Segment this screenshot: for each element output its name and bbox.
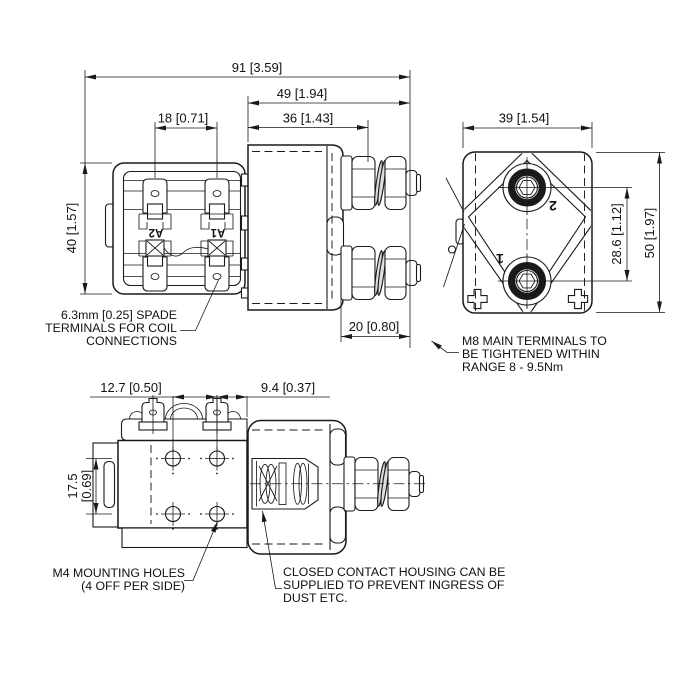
note-closed-line-1: CLOSED CONTACT HOUSING CAN BE <box>283 565 505 579</box>
top-dimensions: 91 [3.59] 49 [1.94] 36 [1.43] 18 [0.71] … <box>64 60 411 348</box>
note-closed-housing: CLOSED CONTACT HOUSING CAN BE SUPPLIED T… <box>261 510 505 605</box>
bracket-tab <box>103 460 116 509</box>
note-m8-line-1: M8 MAIN TERMINALS TO <box>462 334 607 348</box>
side-view <box>240 144 422 311</box>
housing-left-tabs <box>240 173 250 299</box>
dim-main-terminal-pitch: 28.6 [1.12] <box>609 203 624 264</box>
note-m8-line-2: BE TIGHTENED WITHIN <box>462 347 600 361</box>
front-view: A2 A1 <box>104 162 246 295</box>
note-m4-holes: M4 MOUNTING HOLES (4 OFF PER SIDE) <box>52 521 218 593</box>
note-spade-line-3: CONNECTIONS <box>86 334 177 348</box>
housing-boss <box>326 216 345 256</box>
mounting-flange <box>121 527 248 549</box>
dim-stud-protrusion: 20 [0.80] <box>349 319 400 334</box>
note-spade-line-2: TERMINALS FOR COIL <box>45 321 177 335</box>
coil-terminal-pins-edge <box>443 177 465 288</box>
main-terminal-label-1: 1 <box>496 251 504 267</box>
dim-stud-assembly-depth: 49 [1.94] <box>277 86 328 101</box>
dim-mounting-hole-to-face: 9.4 [0.37] <box>261 380 315 395</box>
dim-mounting-hole-pitch-x: 12.7 [0.50] <box>100 380 161 395</box>
dim-end-view-height: 50 [1.97] <box>642 208 657 259</box>
main-terminal-label-2: 2 <box>549 198 557 214</box>
dim-housing-to-washer: 36 [1.43] <box>283 111 334 126</box>
coil-wire-crimps <box>145 239 227 257</box>
coil-body-side <box>117 439 248 529</box>
dim-overall-width: 91 [3.59] <box>232 60 283 75</box>
note-spade-line-1: 6.3mm [0.25] SPADE <box>61 308 177 322</box>
dim-coil-terminal-pitch: 18 [0.71] <box>158 111 209 126</box>
bottom-dimensions: 12.7 [0.50] 9.4 [0.37] 17.5 [0.69] <box>65 380 330 515</box>
bottom-view: 12.7 [0.50] 9.4 [0.37] 17.5 [0.69] M4 MO… <box>52 380 505 605</box>
note-closed-line-2: SUPPLIED TO PREVENT INGRESS OF <box>283 578 505 592</box>
note-m4-line-2: (4 OFF PER SIDE) <box>81 579 185 593</box>
m8-main-terminal-1 <box>500 254 554 308</box>
dim-coil-body-height: 40 [1.57] <box>64 203 79 254</box>
end-view: 2 1 39 [1.54] 28.6 [1.12] 50 [1.97] <box>443 111 665 314</box>
note-closed-line-3: DUST ETC. <box>283 591 348 605</box>
note-spade-terminals: 6.3mm [0.25] SPADE TERMINALS FOR COIL CO… <box>45 279 219 348</box>
dim-end-view-width: 39 [1.54] <box>499 111 550 126</box>
coil-face <box>122 170 242 287</box>
coil-terminal-label-a2: A2 <box>149 226 164 238</box>
note-m8-line-3: RANGE 8 - 9.5Nm <box>462 360 563 374</box>
note-m4-line-1: M4 MOUNTING HOLES <box>52 566 185 580</box>
m8-main-terminal-2 <box>500 160 554 215</box>
dim-mounting-hole-pitch-y-in: [0.69] <box>79 470 94 503</box>
note-m8-terminals: M8 MAIN TERMINALS TO BE TIGHTENED WITHIN… <box>431 334 607 374</box>
dim-mounting-hole-pitch-y-mm: 17.5 <box>65 473 80 498</box>
coil-terminal-label-a1: A1 <box>210 226 225 238</box>
